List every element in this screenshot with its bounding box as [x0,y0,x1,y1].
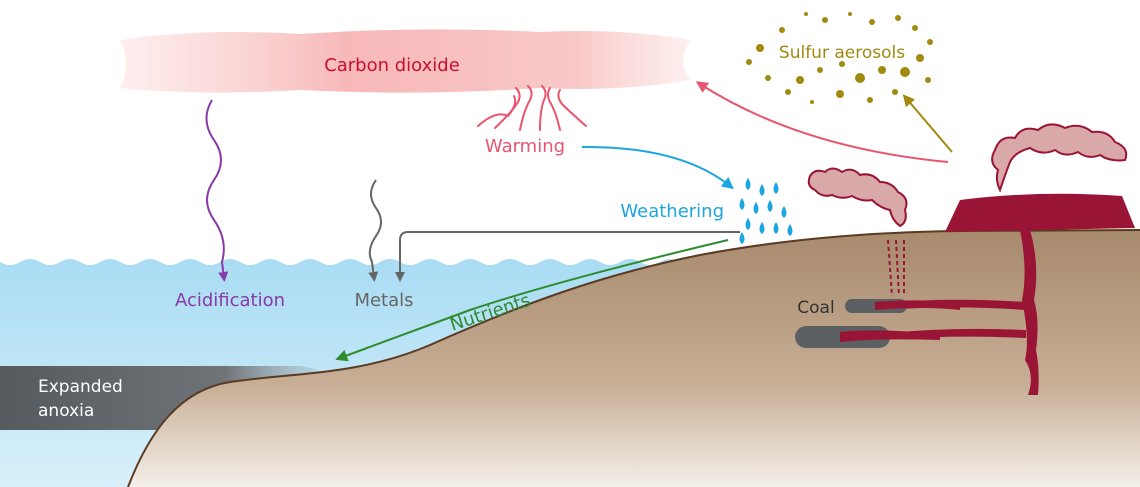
metals-label: Metals [354,290,413,311]
magma-conduit [1020,230,1039,395]
gas-vent [887,239,905,297]
smoke-plume-small [807,167,908,228]
weathering-label: Weathering [620,201,724,222]
expanded-anoxia-label-line1: Expanded [38,377,123,397]
sulfur-aerosol-dots [746,12,933,104]
land-outline [127,229,1140,487]
smoke-plume-large [991,123,1128,193]
metals-wavy-arrow [368,179,382,282]
volcano-to-co2-arrow [695,81,949,163]
nutrients-arrow [335,239,729,362]
acidification-label: Acidification [175,290,285,311]
acidification-arrow [205,99,229,282]
warming-to-weathering-arrow [581,145,734,190]
raindrops [739,178,793,244]
magma-intrusion-upper [875,300,960,310]
metals-weathering-arrow [395,231,740,282]
magma-intrusion-lower [840,330,940,342]
volcano-cap [945,193,1135,232]
heat-lines [477,85,587,131]
land-slope [128,230,1140,487]
expanded-anoxia-label-line2: anoxia [38,401,94,421]
warming-label: Warming [485,136,565,157]
sulfur-aerosols-label: Sulfur aerosols [779,43,905,63]
carbon-dioxide-cloud [120,29,690,93]
volcano-to-sulfur-arrow [902,94,953,153]
carbon-dioxide-label: Carbon dioxide [324,55,460,76]
coal-label: Coal [797,298,834,318]
